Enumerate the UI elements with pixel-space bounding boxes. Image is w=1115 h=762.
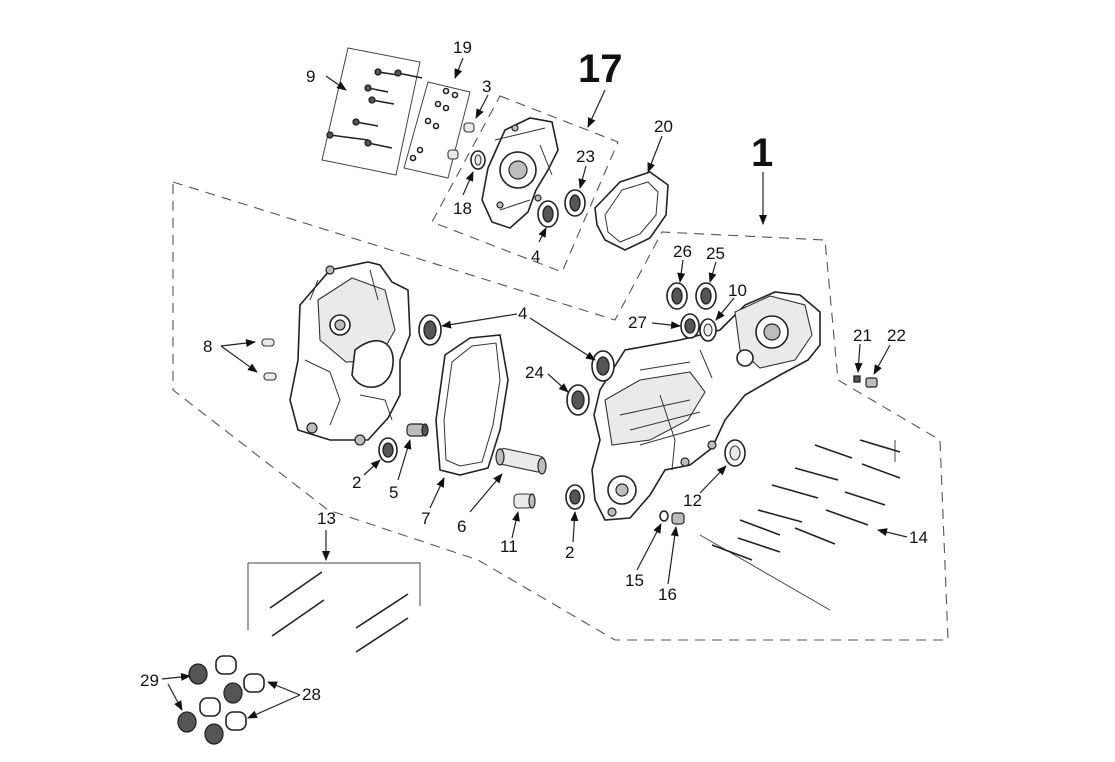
bearing-4-cover [537, 200, 559, 228]
callout-20: 20 [654, 117, 673, 136]
studs-13 [269, 571, 409, 653]
callout-22: 22 [887, 326, 906, 345]
callout-21: 21 [853, 326, 872, 345]
callout-19: 19 [453, 38, 472, 57]
callout-16: 16 [658, 585, 677, 604]
gasket-7 [435, 334, 509, 476]
bearing-2-left [378, 437, 398, 463]
callout-3: 3 [482, 77, 491, 96]
callout-17: 17 [578, 47, 623, 91]
group-1-outline [172, 181, 949, 641]
callout-9: 9 [306, 67, 315, 86]
callout-2-right: 2 [565, 543, 574, 562]
callout-13: 13 [317, 509, 336, 528]
bearing-2-right [565, 484, 585, 510]
callout-28: 28 [302, 685, 321, 704]
spacer-11 [513, 493, 536, 509]
nut-16 [671, 512, 685, 525]
callout-4-cover: 4 [531, 247, 540, 266]
bushing-5 [406, 423, 429, 437]
bearing-4-right [591, 350, 615, 382]
callout-18: 18 [453, 199, 472, 218]
callout-26: 26 [673, 242, 692, 261]
leader-lines [161, 57, 908, 719]
washer-21 [853, 375, 861, 383]
seal-10 [699, 318, 717, 342]
bearing-27 [680, 313, 700, 339]
callout-8: 8 [203, 337, 212, 356]
shaft-6 [495, 447, 547, 475]
bolt-22 [865, 377, 878, 388]
right-crankcase-half [591, 291, 821, 521]
callout-10: 10 [728, 281, 747, 300]
bearing-25 [695, 282, 717, 310]
callout-25: 25 [706, 244, 725, 263]
callout-1: 1 [751, 131, 773, 175]
nuts-29 [177, 663, 243, 745]
bolt-set-9-frame [321, 47, 421, 176]
gasket-20 [594, 171, 669, 251]
callout-12: 12 [683, 491, 702, 510]
washer-15 [659, 510, 669, 522]
stud-set-13-frame [247, 562, 421, 630]
spacers-28 [199, 655, 265, 731]
callout-27: 27 [628, 313, 647, 332]
callout-14: 14 [909, 528, 928, 547]
callout-29: 29 [140, 671, 159, 690]
bearing-4-left [418, 314, 442, 346]
bearing-23 [564, 189, 586, 217]
callout-7: 7 [421, 509, 430, 528]
crankcase-cover-17 [481, 117, 559, 229]
bearing-24 [566, 384, 590, 416]
seal-18 [470, 150, 486, 170]
bolt-set-9 [326, 68, 423, 149]
bearing-26 [666, 282, 688, 310]
left-crankcase-half [289, 261, 411, 446]
callout-2-left: 2 [352, 473, 361, 492]
callout-15: 15 [625, 571, 644, 590]
callout-11: 11 [500, 537, 518, 556]
washer-set-19 [409, 87, 459, 162]
callout-6: 6 [457, 517, 466, 536]
bolt-set-14 [711, 439, 901, 561]
callout-5: 5 [389, 483, 398, 502]
washer-set-19-frame [403, 81, 471, 179]
callout-23: 23 [576, 147, 595, 166]
seal-12 [724, 439, 746, 467]
callout-labels: 9 19 3 17 20 23 18 4 1 26 25 10 27 4 24 … [140, 38, 928, 704]
callout-4: 4 [518, 304, 527, 323]
callout-24: 24 [525, 363, 544, 382]
dowel-3 [447, 122, 475, 160]
dowel-pins-8 [261, 338, 277, 381]
